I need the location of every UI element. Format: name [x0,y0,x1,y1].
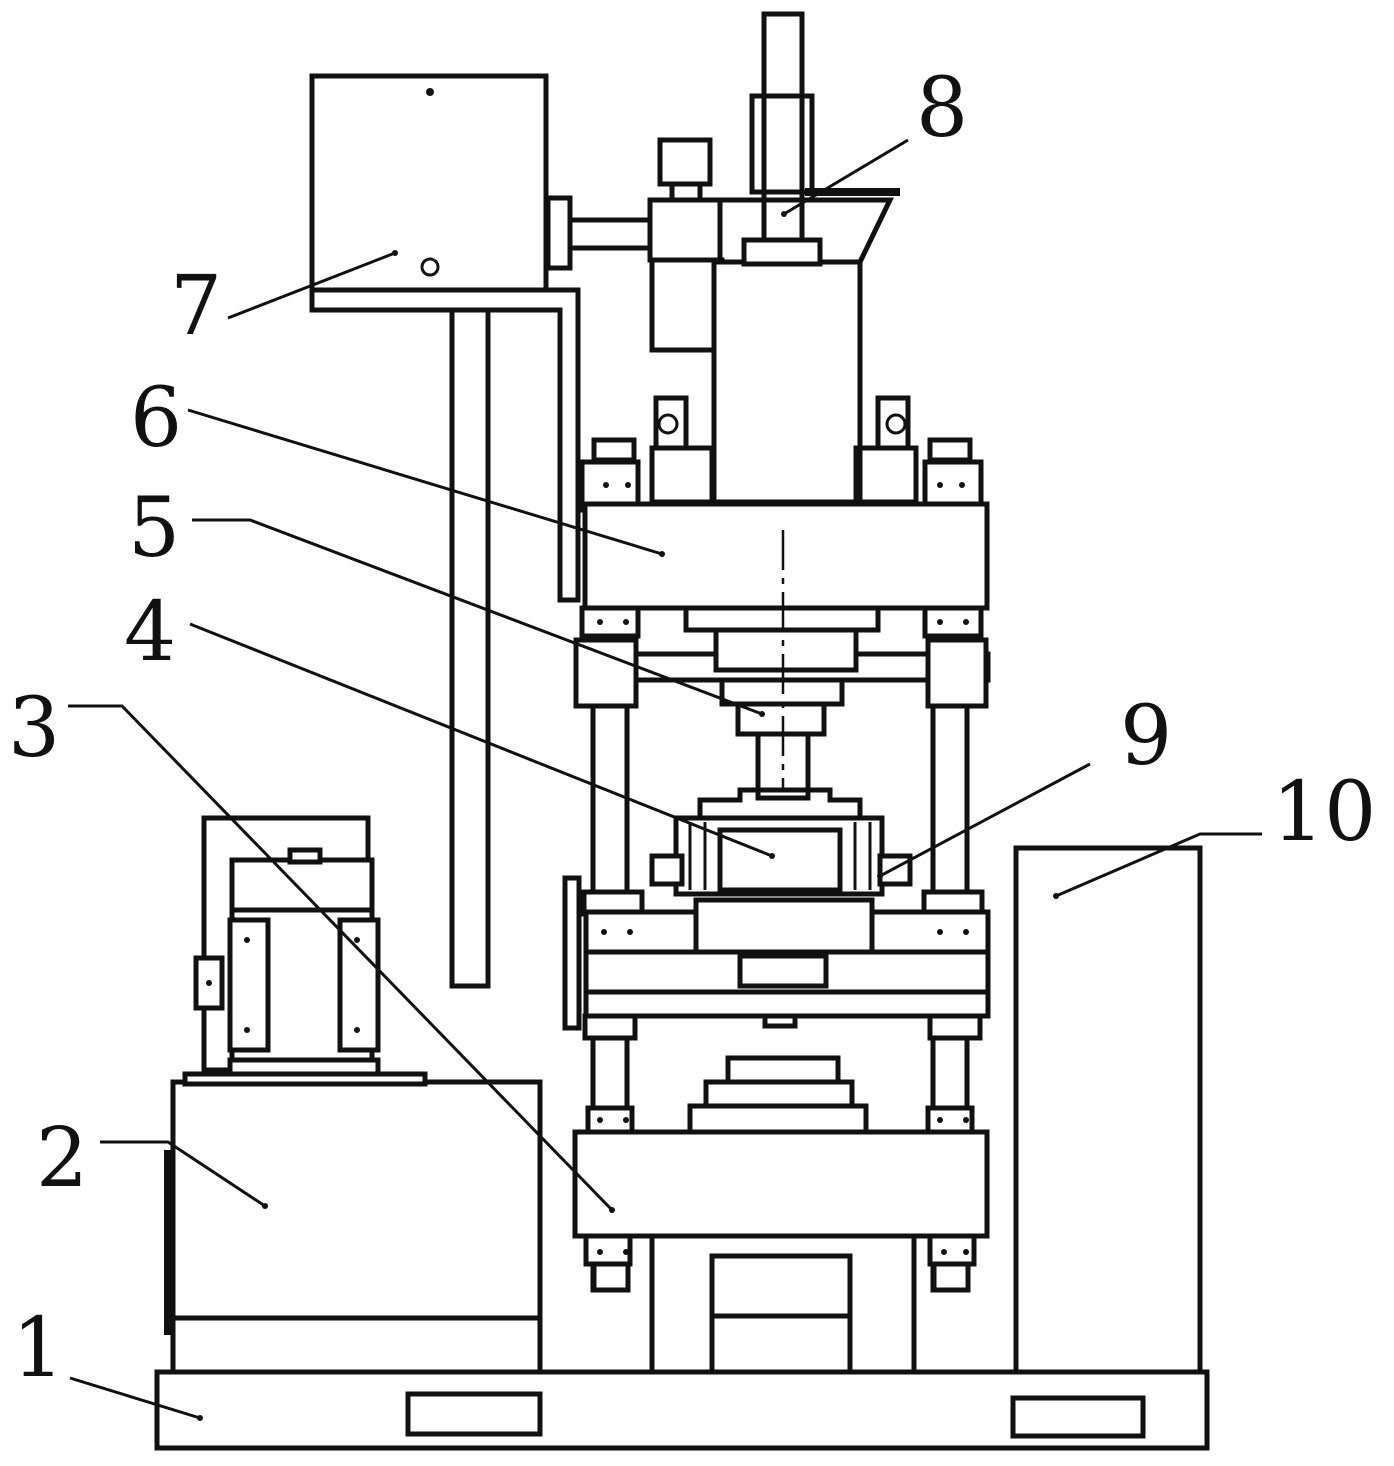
callout-9: 9 [1120,689,1172,784]
callout-1: 1 [12,1301,64,1396]
callout-2: 2 [36,1111,88,1206]
callout-8: 8 [916,61,968,156]
leader-lines [68,138,1262,1421]
bottom-crossbeam [572,1055,990,1375]
callout-7: 7 [170,259,222,354]
control-box [309,73,653,989]
callout-4: 4 [124,585,176,680]
oil-tank [164,1071,543,1375]
callout-3: 3 [8,681,60,776]
electrical-cabinet [1013,845,1203,1375]
callout-5: 5 [128,481,180,576]
mold-assembly [649,787,913,897]
base-plate [154,1369,1210,1451]
middle-worktable [562,875,991,1041]
motor-assembly [193,815,381,1077]
callout-6: 6 [130,371,182,466]
cylinder-assembly [647,11,919,505]
callout-10: 10 [1272,765,1376,860]
